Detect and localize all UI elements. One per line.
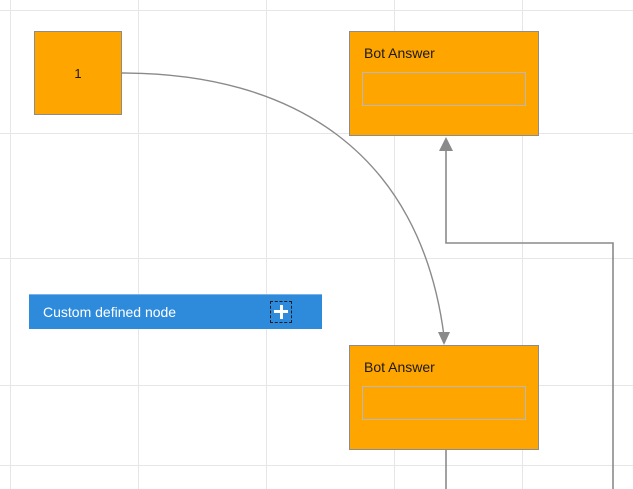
grid-line-vertical — [266, 0, 267, 489]
node-bot-answer-bottom[interactable]: Bot Answer — [349, 345, 539, 450]
node-title: Bot Answer — [364, 359, 435, 375]
grid-line-vertical — [10, 0, 11, 489]
arrowhead-up-icon — [439, 137, 453, 151]
palette-item-label: Custom defined node — [43, 303, 177, 320]
arrowhead-down-icon — [438, 332, 450, 345]
node-answer-field[interactable] — [362, 386, 526, 420]
grid-line-horizontal — [0, 10, 633, 11]
plus-icon[interactable] — [270, 300, 292, 323]
node-answer-field[interactable] — [362, 72, 526, 106]
node-numbered-1[interactable]: 1 — [34, 31, 122, 115]
grid-line-horizontal — [0, 258, 633, 259]
palette-item-custom-defined-node[interactable]: Custom defined node — [29, 294, 322, 329]
grid-line-vertical — [138, 0, 139, 489]
node-label: 1 — [74, 65, 82, 81]
node-bot-answer-top[interactable]: Bot Answer — [349, 31, 539, 136]
grid-line-horizontal — [0, 465, 633, 466]
node-title: Bot Answer — [364, 45, 435, 61]
